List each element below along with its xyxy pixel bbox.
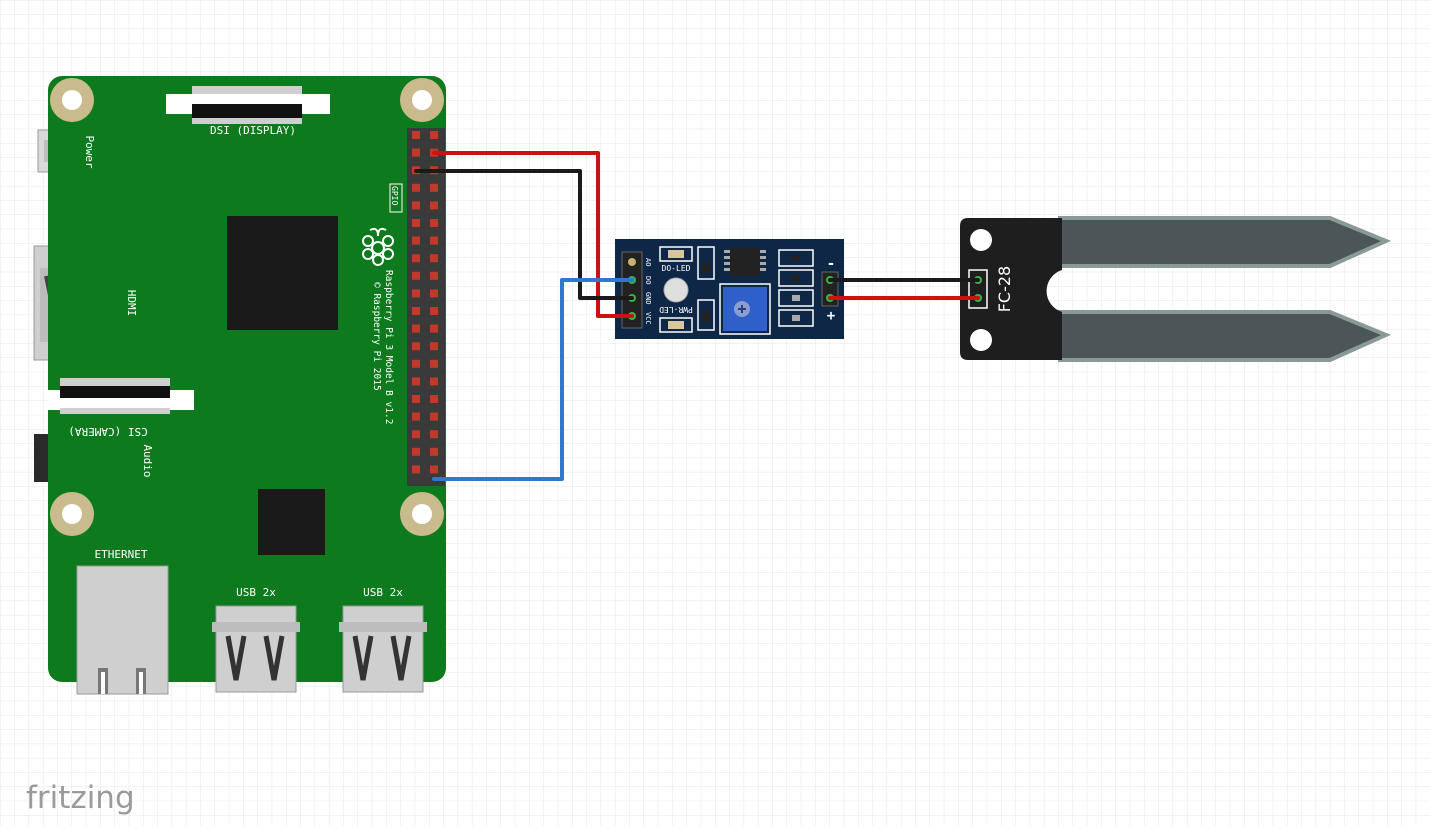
gpio-pin[interactable] [412, 465, 420, 474]
gpio-pin[interactable] [430, 412, 438, 421]
wires[interactable] [414, 151, 980, 481]
gpio-pin[interactable] [430, 324, 438, 333]
gpio-pin[interactable] [430, 430, 438, 439]
pin-label-gnd: GND [644, 292, 652, 305]
gpio-pin[interactable] [430, 236, 438, 245]
gpio-pin[interactable] [430, 183, 438, 192]
probe-label: FC-28 [995, 266, 1014, 313]
usb-port-2 [339, 605, 427, 693]
gpio-pin[interactable] [412, 183, 420, 192]
model-label: Raspberry Pi 3 Model B v1.2 [383, 270, 394, 424]
comparator-ic [724, 248, 766, 276]
probe-prong-top [1058, 216, 1392, 268]
gpio-pin[interactable] [412, 430, 420, 439]
gpio-pin[interactable] [412, 289, 420, 298]
usb-lan-chip [258, 489, 325, 555]
pin-label-vcc: VCC [644, 312, 652, 325]
dsi-label: DSI (DISPLAY) [210, 124, 296, 137]
gpio-pin[interactable] [430, 289, 438, 298]
gpio-pin[interactable] [412, 412, 420, 421]
copyright-label: © Raspberry Pi 2015 [371, 282, 382, 391]
plus-label: + [827, 308, 835, 324]
usb-port-1 [212, 605, 300, 693]
gpio-pin[interactable] [430, 271, 438, 280]
indicator-circle [663, 277, 689, 303]
gpio-pin[interactable] [412, 447, 420, 456]
gpio-pin[interactable] [430, 201, 438, 210]
gpio-pin[interactable] [430, 131, 438, 139]
audio-label: Audio [141, 444, 154, 477]
ethernet-label: ETHERNET [95, 548, 148, 561]
do-led-label: DO-LED [662, 264, 691, 273]
gpio-pin[interactable] [412, 342, 420, 351]
smd-components [778, 249, 814, 327]
wire-do-blue[interactable] [432, 278, 634, 481]
gpio-pin[interactable] [430, 359, 438, 368]
raspberry-logo-icon [362, 227, 394, 266]
pwr-led-icon [659, 317, 693, 333]
usb-label-1: USB 2x [236, 586, 276, 599]
power-label: Power [83, 135, 96, 168]
hdmi-label: HDMI [125, 290, 138, 317]
gpio-pin[interactable] [412, 359, 420, 368]
gpio-pin[interactable] [412, 131, 420, 139]
gpio-pin[interactable] [430, 254, 438, 263]
gpio-pin[interactable] [412, 324, 420, 333]
mounting-holes [50, 78, 444, 536]
gpio-pin[interactable] [412, 236, 420, 245]
soc-chip [227, 216, 338, 330]
ethernet-connector [76, 565, 169, 695]
pin-ao[interactable] [628, 258, 636, 266]
wire-vcc-red[interactable] [432, 151, 634, 318]
gpio-label: GPIO [390, 186, 399, 205]
minus-label: - [827, 256, 835, 272]
gpio-pin[interactable] [412, 271, 420, 280]
gpio-pin[interactable] [412, 395, 420, 403]
gpio-pin[interactable] [430, 342, 438, 351]
pcb [48, 76, 446, 682]
pwr-led-label: PWR-LED [659, 305, 693, 314]
pin-label-do: DO [644, 276, 652, 284]
usb-label-2: USB 2x [363, 586, 403, 599]
gpio-pin[interactable] [430, 465, 438, 474]
do-led-icon [659, 246, 693, 262]
probe-hole-bottom [970, 329, 992, 351]
gpio-pin[interactable] [430, 395, 438, 403]
gpio-pin[interactable] [430, 447, 438, 456]
gpio-pin[interactable] [430, 219, 438, 227]
gpio-pin[interactable] [412, 148, 420, 157]
gpio-pin[interactable] [430, 307, 438, 315]
dsi-connector [166, 86, 330, 124]
probe-prong-bottom [1058, 310, 1392, 362]
csi-connector [48, 378, 194, 414]
gpio-pin[interactable] [430, 377, 438, 386]
gpio-pin[interactable] [412, 201, 420, 210]
csi-label: CSI (CAMERA) [68, 425, 147, 438]
fc28-soil-probe[interactable]: FC-28 [960, 216, 1392, 362]
probe-hole-top [970, 229, 992, 251]
gpio-pin[interactable] [412, 307, 420, 315]
pin-label-ao: AO [644, 258, 652, 266]
probe-body [960, 218, 1062, 360]
fritzing-logo: fritzing [26, 780, 135, 816]
gpio-pin[interactable] [412, 254, 420, 263]
moisture-sensor-module[interactable]: AO DO GND VCC DO-LED PWR-LED [615, 239, 844, 339]
wire-gnd-black[interactable] [414, 169, 634, 300]
raspberry-pi-board[interactable]: DSI (DISPLAY) CSI (CAMERA) Power HDMI Au… [33, 76, 446, 695]
gpio-pin[interactable] [412, 219, 420, 227]
potentiometer-icon[interactable] [719, 283, 771, 335]
gpio-pin[interactable] [412, 377, 420, 386]
